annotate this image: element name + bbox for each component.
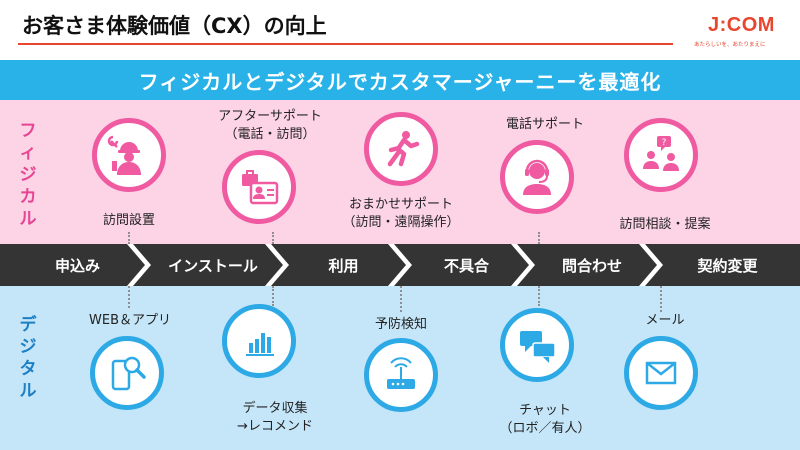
item-label: （ロボ／有人） [499,421,591,436]
item-label: 訪問相談・提案 [619,217,711,232]
item-label: 訪問設置 [102,213,155,228]
connector-line [538,286,540,306]
item-label: データ収集 [242,401,308,416]
item-label: チャット [519,403,571,418]
connector-line [400,286,402,312]
bar-chart-icon [222,304,296,378]
title-underline [18,43,673,45]
banner-text: フィジカルとデジタルでカスタマージャーニーを最適化 [138,69,662,94]
item-label: メール [645,313,685,328]
worker-icon [92,118,166,192]
digital-side-label: デジタル [19,315,37,401]
item-label: おまかせサポート [348,197,453,212]
connector-line [272,232,274,244]
connector-line [128,232,130,244]
process-step: インストール [133,244,283,286]
router-icon [364,338,438,412]
headline-banner: フィジカルとデジタルでカスタマージャーニーを最適化 [0,60,800,100]
item-label: 電話サポート [505,117,584,132]
mail-icon [624,336,698,410]
running-person-icon [364,112,438,186]
smartphone-search-icon [90,336,164,410]
toolbox-idcard-icon [222,150,296,224]
physical-side-label: フィジカル [19,121,37,229]
connector-line [272,286,274,306]
process-step: 利用 [271,244,406,286]
item-label: →レコメンド [237,419,313,434]
chat-bubbles-icon [500,308,574,382]
consultation-icon: ? [624,118,698,192]
item-label: 予防検知 [374,317,427,332]
process-step: 申込み [0,244,145,286]
item-label: （訪問・遠隔操作） [342,215,460,230]
process-step: 契約変更 [645,244,800,286]
process-step: 問合わせ [517,244,657,286]
item-label: （電話・訪問） [224,127,316,142]
page-title: お客さま体験価値（CX）の向上 [22,14,327,38]
item-label: アフターサポート [218,109,322,124]
jcom-logo: J:COM [708,14,775,36]
item-label: WEB＆アプリ [89,313,171,328]
logo-tagline: あたらしいを、あたりまえに [694,42,766,48]
process-step: 不具合 [394,244,529,286]
process-bar: 申込み インストール 利用 不具合 問合わせ 契約変更 [0,244,800,286]
connector-line [660,286,662,312]
connector-line [538,232,540,244]
headset-operator-icon [500,140,574,214]
svg-text:?: ? [662,138,667,148]
connector-line [128,286,130,308]
